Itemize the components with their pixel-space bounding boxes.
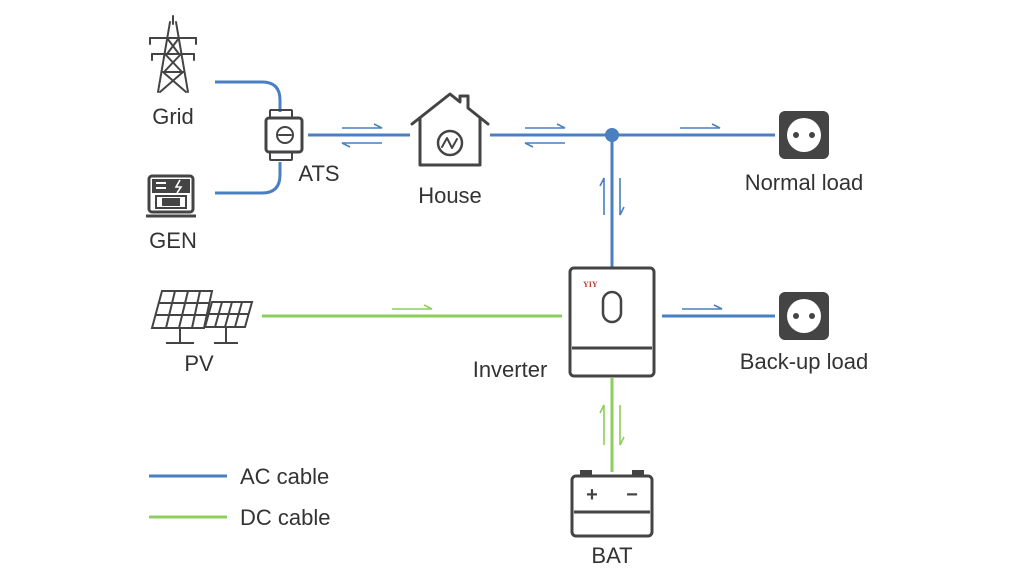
grid-to-ats-cable [215,80,282,112]
junction-inverter-arrows [599,177,625,216]
pv-inverter-arrow [392,304,433,310]
inverter-icon: YIY [568,266,656,378]
house-label: House [418,183,482,208]
ats-switch-icon [264,109,304,161]
backup-load-arrow [682,304,723,310]
backup-load-socket-icon [779,292,829,340]
gen-label: GEN [149,228,197,253]
grid-label: Grid [152,104,194,129]
battery-plus-sign: + [586,484,598,506]
normal-load-label: Normal load [745,170,864,195]
normal-load-socket-icon [779,111,829,159]
generator-icon [146,174,196,218]
battery-icon: + − [570,470,654,538]
ac-cables [215,80,775,318]
legend-ac-label: AC cable [240,464,329,489]
grid-tower-icon [149,15,197,93]
ats-label: ATS [298,161,339,186]
inverter-brand-logo: YIY [583,280,598,289]
house-icon [410,92,490,167]
gen-to-ats-cable [215,162,282,195]
legend: AC cable DC cable [149,464,330,530]
legend-dc-label: DC cable [240,505,330,530]
inverter-battery-arrows [599,404,625,446]
flow-arrows [341,123,723,446]
battery-minus-sign: − [626,484,638,506]
dc-cables [262,314,614,472]
junction-dot [605,128,619,142]
house-junction-arrows [524,123,566,148]
inverter-label: Inverter [473,357,548,382]
pv-panel-icon [150,290,254,344]
normal-load-arrow [680,123,721,129]
backup-load-label: Back-up load [740,349,868,374]
battery-label: BAT [591,543,632,568]
pv-label: PV [184,351,214,376]
ats-house-arrows [341,123,383,148]
